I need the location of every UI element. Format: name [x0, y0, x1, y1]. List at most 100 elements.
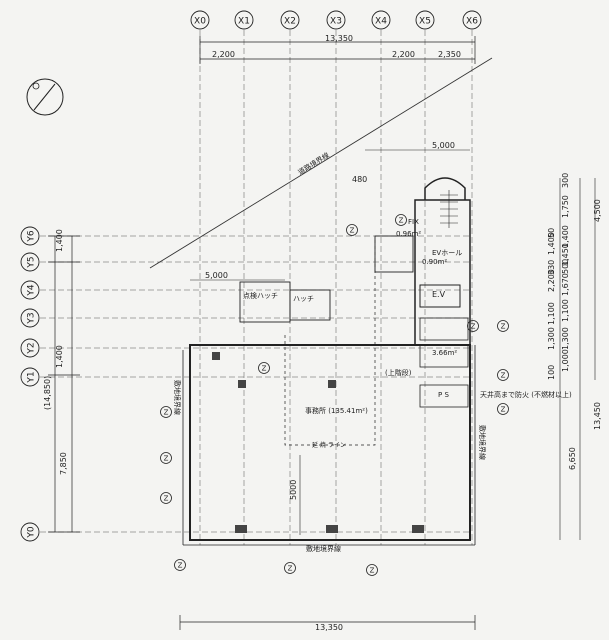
- x-grid-label: X5: [419, 17, 431, 27]
- site-boundary-bottom: 敷地境界線: [306, 544, 341, 553]
- x-grid-bubble: [415, 10, 435, 30]
- z-marker-label: Z: [350, 227, 355, 235]
- dim-left-1400-a: 1,400: [55, 229, 64, 252]
- dim-total-bottom: 13,350: [315, 623, 343, 632]
- right-dim-a: 1,400: [561, 225, 570, 248]
- right-dim-b: 100: [547, 365, 556, 380]
- y-grid-label: Y3: [27, 312, 37, 324]
- ev-label: E.V: [432, 290, 446, 299]
- dim-top-span-3: 2,350: [438, 50, 461, 59]
- right-dimensions: [559, 178, 596, 540]
- z-marker-label: Z: [370, 567, 375, 575]
- right-dim-b: 1,300: [547, 327, 556, 350]
- building-outline: [182, 177, 476, 546]
- z-marker-circle: [284, 562, 296, 574]
- dim-480: 480: [352, 175, 367, 184]
- z-marker-label: Z: [471, 323, 476, 331]
- road-boundary-label: 道路境界線: [296, 151, 330, 177]
- right-dim-b: 1,400: [547, 232, 556, 255]
- right-dim-a: 1,100: [561, 299, 570, 322]
- dim-top-span-2: 2,200: [392, 50, 415, 59]
- x-grid-label: X4: [375, 17, 387, 27]
- north-arrow-icon: [26, 78, 64, 116]
- z-marker-circle: [258, 362, 270, 374]
- z-marker-circle: [497, 320, 509, 332]
- z-marker-circle: [160, 452, 172, 464]
- hatch-a-label: 点検ハッチ: [243, 291, 278, 300]
- y-grid-bubble: [20, 280, 40, 300]
- right-dim-a: 300: [561, 173, 570, 188]
- z-marker-label: Z: [501, 323, 506, 331]
- stair-area-label: 3.66m²: [432, 349, 457, 357]
- z-marker-circle: [467, 320, 479, 332]
- z-marker-label: Z: [399, 217, 404, 225]
- x-grid-label: X6: [466, 17, 478, 27]
- dim-left-total: (14,850): [43, 376, 52, 410]
- ev-hall-label: EVホール: [432, 249, 462, 257]
- y-grid-label: Y2: [27, 342, 37, 354]
- right-dim-b: 2,200: [547, 269, 556, 292]
- y-grid-label: Y0: [27, 526, 37, 538]
- dim-top-span-1: 2,200: [212, 50, 235, 59]
- y-grid-label: Y6: [27, 230, 37, 242]
- y-grid-bubble: [20, 252, 40, 272]
- dim-5000-mid: 5,000: [205, 271, 228, 280]
- z-marker-label: Z: [288, 565, 293, 573]
- dim-left-1400-b: 1,400: [55, 345, 64, 368]
- left-dimensions: [48, 235, 80, 533]
- z-marker-circle: [174, 559, 186, 571]
- z-marker-circle: [366, 564, 378, 576]
- fix-area: 0.96m²: [396, 230, 421, 238]
- y-grid-label: Y1: [27, 371, 37, 383]
- x-grid-bubble: [326, 10, 346, 30]
- y-grid-bubble: [20, 226, 40, 246]
- x-grid-bubble: [234, 10, 254, 30]
- road-boundary-line: [149, 57, 493, 269]
- ps-label: P S: [438, 391, 449, 399]
- right-total-a: 4,500: [593, 199, 602, 222]
- z-marker-circle: [395, 214, 407, 226]
- fire-line-label: 延 焼 ライン: [312, 441, 346, 449]
- z-marker-label: Z: [262, 365, 267, 373]
- dim-5000-upper: 5,000: [432, 141, 455, 150]
- y-grid-bubble: [20, 338, 40, 358]
- right-6650: 6,650: [568, 447, 577, 470]
- x-grid-bubble: [371, 10, 391, 30]
- right-dim-b: 1,100: [547, 302, 556, 325]
- top-dimensions: [199, 36, 476, 64]
- right-dim-a: 1,300: [561, 327, 570, 350]
- y-grid-bubble: [20, 367, 40, 387]
- right-dim-a: 1,670: [561, 273, 570, 296]
- y-grid-label: Y4: [27, 284, 37, 296]
- dim-vertical-5000: 5000: [289, 480, 298, 500]
- dim-total-top: 13,350: [325, 34, 353, 43]
- x-grid-label: X3: [330, 17, 342, 27]
- z-marker-label: Z: [164, 455, 169, 463]
- site-boundary-left: 敷地境界線: [173, 380, 182, 415]
- z-marker-circle: [497, 403, 509, 415]
- x-grid-label: X1: [238, 17, 250, 27]
- right-dim-a: 1,450: [561, 243, 570, 266]
- x-grid-bubble: [280, 10, 300, 30]
- z-marker-circle: [346, 224, 358, 236]
- right-dim-a: 500: [561, 259, 570, 274]
- fix-label: FIX: [408, 218, 419, 226]
- z-marker-circle: [160, 406, 172, 418]
- y-grid-label: Y5: [27, 256, 37, 268]
- hatch-b-label: ハッチ: [293, 295, 314, 303]
- y-grid-bubble: [20, 308, 40, 328]
- right-total-b: 13,450: [593, 402, 602, 430]
- right-dim-b: 330: [547, 260, 556, 275]
- right-dim-a: 1,750: [561, 195, 570, 218]
- main-room-label: 事務所 (135.41m²): [305, 406, 368, 415]
- z-marker-label: Z: [178, 562, 183, 570]
- right-dim-a: 1,000: [561, 349, 570, 372]
- right-dim-b: 50: [547, 228, 556, 238]
- z-marker-label: Z: [501, 406, 506, 414]
- z-marker-circle: [160, 492, 172, 504]
- site-boundary-right: 敷地境界線: [478, 425, 487, 460]
